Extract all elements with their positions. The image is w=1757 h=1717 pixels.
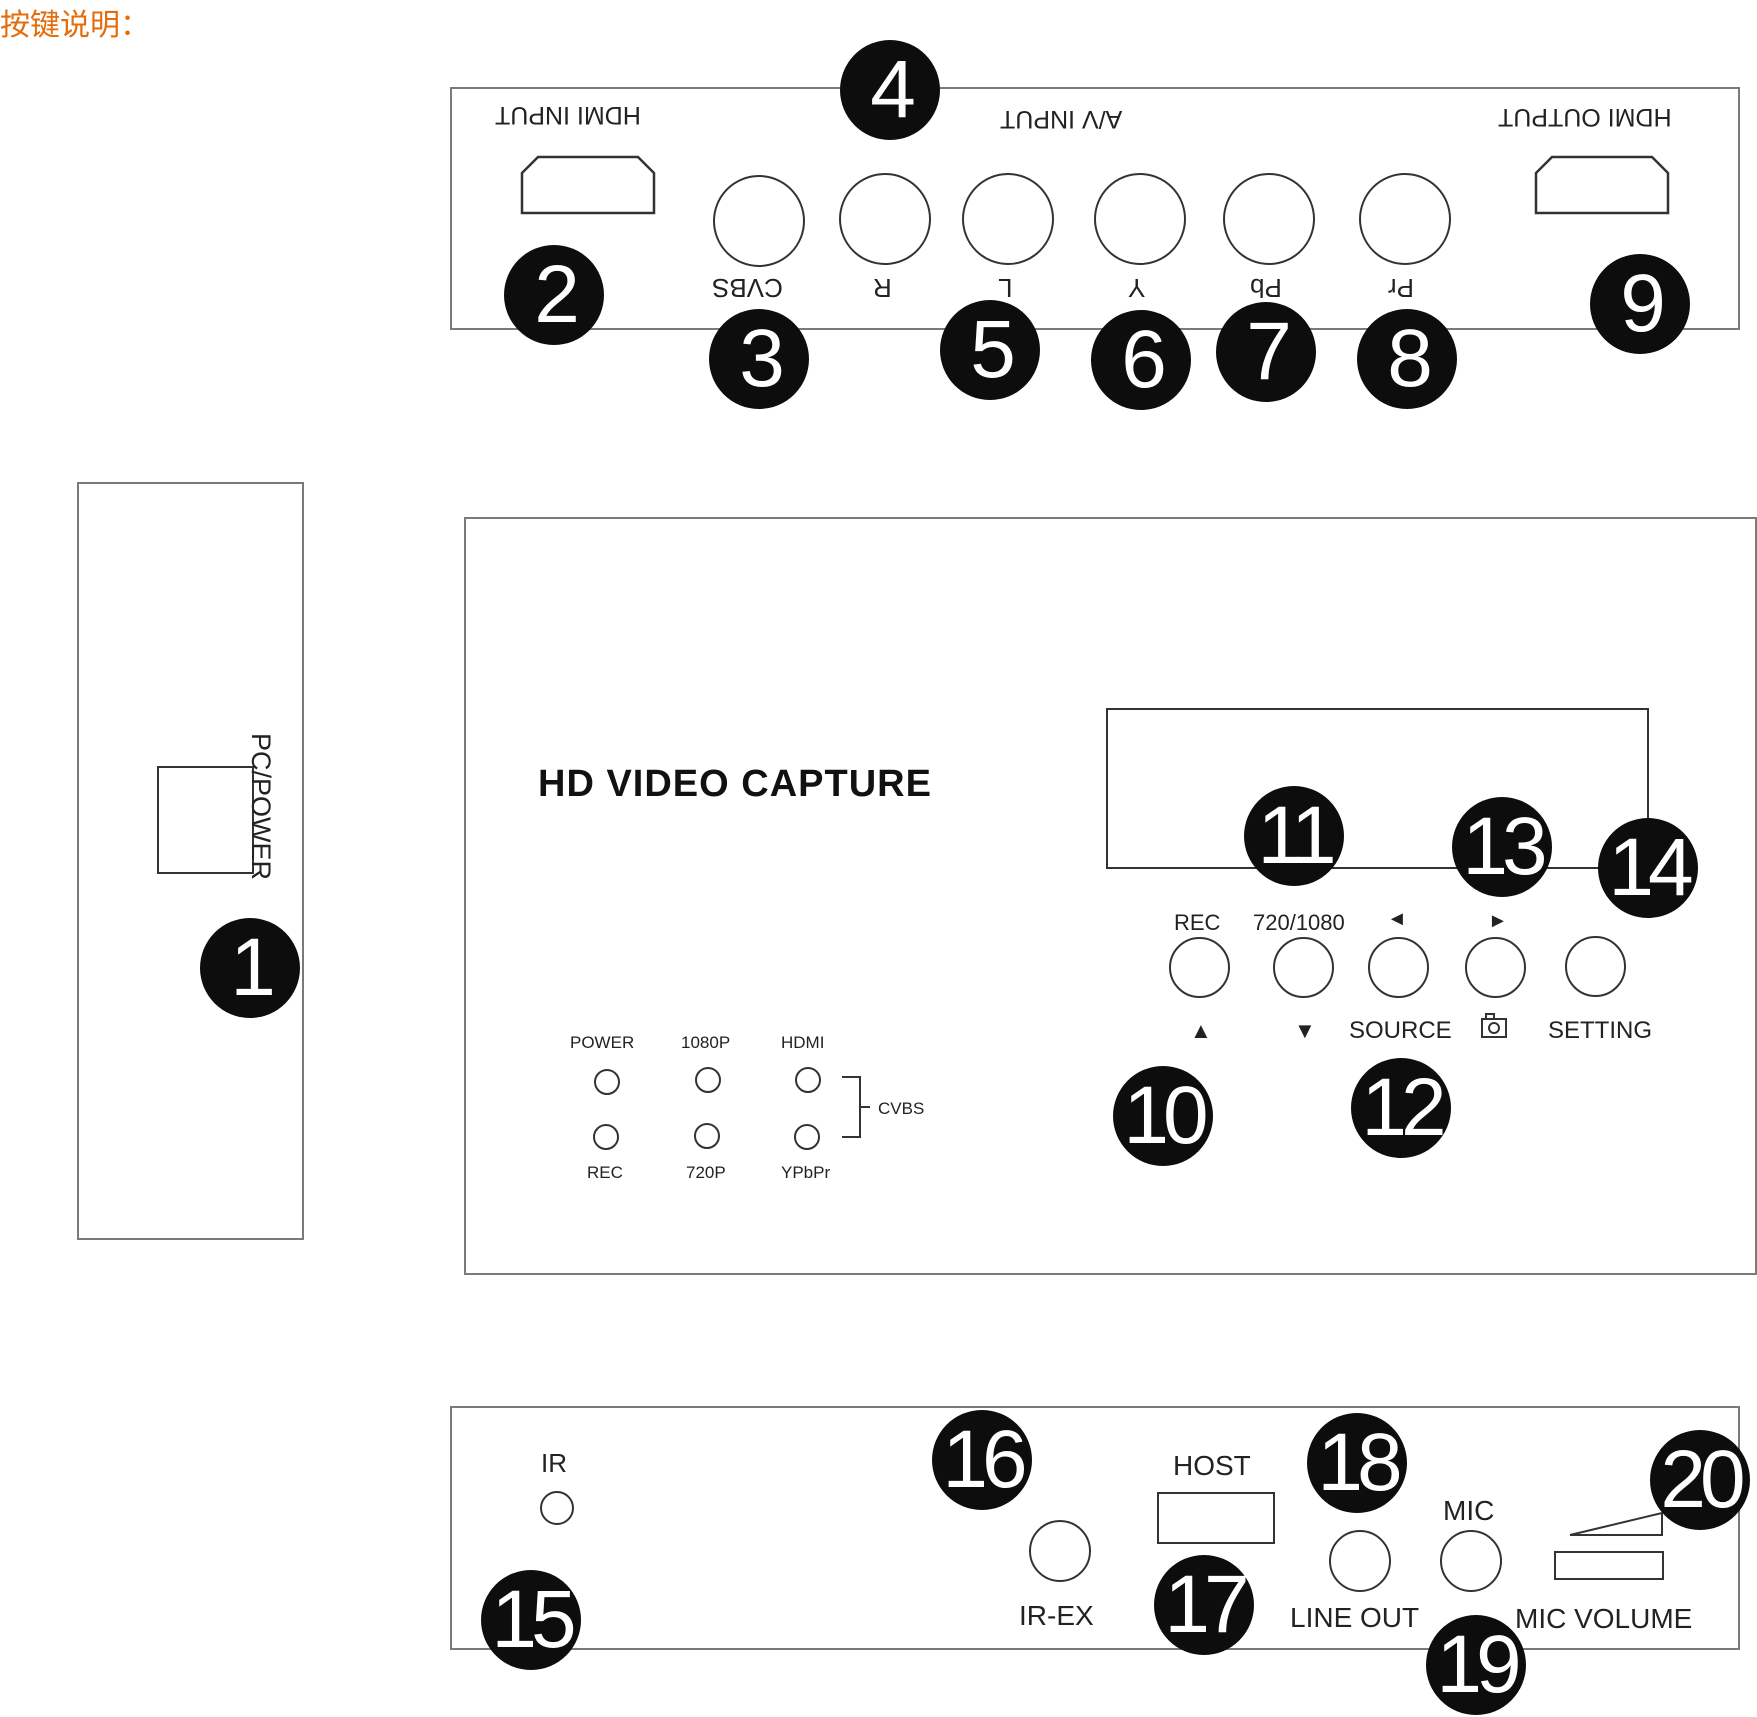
callout-badge-6: 6	[1091, 310, 1191, 410]
line-out-jack	[1329, 1530, 1391, 1592]
hdmi-input-label: HDMI INPUT	[495, 101, 641, 129]
mic-label: MIC	[1443, 1495, 1495, 1526]
cvbs-bracket	[842, 1076, 870, 1138]
mic-volume-slider[interactable]	[1554, 1551, 1664, 1580]
callout-badge-7: 7	[1216, 302, 1316, 402]
hdmi-input-port	[520, 155, 656, 215]
right-snapshot-button[interactable]	[1465, 937, 1526, 998]
btn-720-1080-label: 720/1080	[1253, 910, 1345, 935]
pb-label: Pb	[1250, 273, 1282, 303]
l-label: L	[998, 273, 1013, 303]
callout-badge-2: 2	[504, 245, 604, 345]
y-jack	[1094, 173, 1186, 265]
av-input-label: A/V INPUT	[1000, 105, 1123, 133]
hdmi-output-label: HDMI OUTPUT	[1498, 103, 1672, 131]
page-heading: 按键说明：	[0, 8, 150, 43]
callout-badge-17: 17	[1154, 1555, 1254, 1655]
device-logo: HD VIDEO CAPTURE	[538, 763, 932, 805]
r-label: R	[873, 273, 892, 303]
resolution-down-button[interactable]	[1273, 937, 1334, 998]
callout-badge-12: 12	[1351, 1058, 1451, 1158]
led-720p	[694, 1123, 720, 1149]
mic-volume-label: MIC VOLUME	[1515, 1603, 1693, 1634]
down-arrow-icon: ▼	[1294, 1018, 1316, 1043]
callout-badge-19: 19	[1426, 1615, 1526, 1715]
side-panel	[77, 482, 304, 1240]
mic-volume-wedge-icon	[1569, 1511, 1663, 1536]
ir-ex-jack	[1029, 1520, 1091, 1582]
ir-ex-label: IR-EX	[1019, 1600, 1094, 1631]
led-1080p	[695, 1067, 721, 1093]
setting-button[interactable]	[1565, 936, 1626, 997]
display-window	[1106, 708, 1649, 869]
cvbs-label: CVBS	[712, 273, 783, 303]
y-label: Y	[1128, 273, 1146, 303]
left-arrow-icon: ◄	[1387, 908, 1407, 930]
cvbs-bracket-label: CVBS	[878, 1099, 925, 1118]
callout-badge-4: 4	[840, 40, 940, 140]
led-hdmi	[795, 1067, 821, 1093]
led-rec-label: REC	[587, 1163, 623, 1182]
front-panel	[464, 517, 1757, 1275]
led-hdmi-label: HDMI	[781, 1033, 825, 1052]
callout-badge-1: 1	[200, 918, 300, 1018]
callout-badge-20: 20	[1650, 1430, 1750, 1530]
camera-icon	[1481, 1013, 1507, 1038]
up-arrow-icon: ▲	[1190, 1018, 1212, 1043]
source-label: SOURCE	[1349, 1017, 1452, 1044]
setting-label: SETTING	[1548, 1017, 1653, 1044]
rec-up-button[interactable]	[1169, 937, 1230, 998]
led-ypbpr-label: YPbPr	[781, 1163, 831, 1182]
pb-jack	[1223, 173, 1315, 265]
callout-badge-15: 15	[481, 1570, 581, 1670]
left-source-button[interactable]	[1368, 937, 1429, 998]
pc-power-label: PC/POWER	[246, 733, 276, 881]
callout-badge-8: 8	[1357, 309, 1457, 409]
pc-power-port	[157, 766, 254, 874]
hdmi-output-port	[1534, 155, 1670, 215]
callout-badge-13: 13	[1452, 797, 1552, 897]
btn-rec-label: REC	[1174, 910, 1221, 935]
callout-badge-16: 16	[932, 1410, 1032, 1510]
led-power	[594, 1069, 620, 1095]
audio-r-jack	[839, 173, 931, 265]
callout-badge-10: 10	[1113, 1066, 1213, 1166]
led-power-label: POWER	[570, 1033, 635, 1052]
callout-badge-5: 5	[940, 300, 1040, 400]
callout-badge-11: 11	[1244, 786, 1344, 886]
callout-badge-3: 3	[709, 309, 809, 409]
audio-l-jack	[962, 173, 1054, 265]
callout-badge-9: 9	[1590, 254, 1690, 354]
line-out-label: LINE OUT	[1290, 1602, 1420, 1633]
mic-jack	[1440, 1530, 1502, 1592]
led-1080p-label: 1080P	[681, 1033, 731, 1052]
ir-label: IR	[541, 1448, 567, 1478]
callout-badge-14: 14	[1598, 818, 1698, 918]
led-ypbpr	[794, 1124, 820, 1150]
cvbs-jack	[713, 175, 805, 267]
bottom-connector-panel	[450, 1406, 1740, 1650]
right-arrow-icon: ►	[1488, 910, 1508, 932]
usb-host-port	[1157, 1492, 1275, 1544]
callout-badge-18: 18	[1307, 1413, 1407, 1513]
pr-jack	[1359, 173, 1451, 265]
led-rec	[593, 1124, 619, 1150]
pr-label: Pr	[1388, 273, 1414, 303]
host-label: HOST	[1173, 1450, 1251, 1481]
ir-sensor	[540, 1491, 574, 1525]
led-720p-label: 720P	[686, 1163, 726, 1182]
